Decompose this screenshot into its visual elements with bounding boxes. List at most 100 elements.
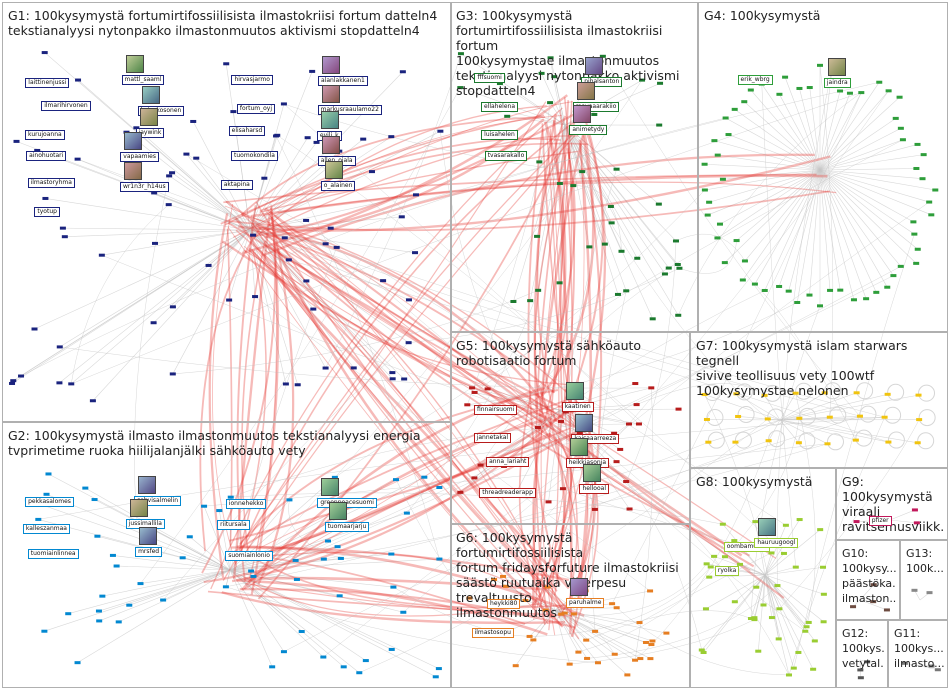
node-g1-32[interactable] bbox=[398, 215, 405, 219]
node-g2-20[interactable] bbox=[201, 504, 208, 508]
node-g6-5[interactable] bbox=[609, 602, 616, 606]
node-g2-19[interactable] bbox=[216, 509, 223, 513]
node-g1-16[interactable] bbox=[368, 170, 375, 174]
node-g4-23[interactable] bbox=[741, 259, 748, 263]
node-g3-1[interactable] bbox=[551, 75, 558, 79]
node-g1-9[interactable] bbox=[303, 218, 310, 222]
vertex-label-laittinenjussi[interactable]: laittinenjussi bbox=[25, 77, 70, 88]
vertex-label-kaatinen[interactable]: kaatinen bbox=[561, 402, 594, 413]
node-g1-28[interactable] bbox=[183, 152, 190, 156]
node-g5-28[interactable] bbox=[635, 422, 642, 426]
vertex-label-animetydy[interactable]: animetydy bbox=[569, 125, 608, 136]
node-g1-54[interactable] bbox=[327, 226, 334, 230]
node-g5-7[interactable] bbox=[626, 507, 633, 511]
node-g5-1[interactable] bbox=[469, 386, 476, 390]
node-g5-3[interactable] bbox=[559, 487, 566, 491]
node-g4-57[interactable] bbox=[920, 153, 927, 157]
node-g7-23[interactable] bbox=[914, 441, 921, 445]
node-g6-34[interactable] bbox=[561, 611, 568, 615]
node-g8-9[interactable] bbox=[768, 616, 775, 620]
node-g5-17[interactable] bbox=[484, 387, 491, 391]
node-g8-15[interactable] bbox=[774, 584, 781, 588]
node-g6-28[interactable] bbox=[502, 584, 509, 588]
node-g4-36[interactable] bbox=[722, 116, 729, 120]
node-g4-15[interactable] bbox=[817, 304, 823, 308]
vertex-label-riitursala[interactable]: riitursala bbox=[217, 520, 250, 531]
node-g3-7[interactable] bbox=[536, 160, 543, 164]
node-g2-52[interactable] bbox=[248, 569, 255, 573]
node-g5-26[interactable] bbox=[623, 480, 630, 484]
node-g6-4[interactable] bbox=[624, 673, 631, 677]
node-g7-10[interactable] bbox=[764, 417, 771, 421]
node-g1-36[interactable] bbox=[413, 193, 420, 197]
node-g8-25[interactable] bbox=[703, 562, 710, 566]
node-g4-30[interactable] bbox=[701, 188, 708, 192]
node-g4-59[interactable] bbox=[919, 177, 926, 181]
vertex-label-erik-wbrg[interactable]: erik_wbrg bbox=[737, 75, 773, 86]
node-g8-14[interactable] bbox=[707, 565, 714, 569]
node-g1-66[interactable] bbox=[31, 327, 38, 331]
vertex-label-tuomaarjarju[interactable]: tuomaarjarju bbox=[324, 522, 370, 533]
node-g2-31[interactable] bbox=[400, 610, 407, 614]
vertex-label-fortum-oyj[interactable]: fortum_oyj bbox=[236, 103, 275, 114]
node-g3-33[interactable] bbox=[457, 86, 464, 90]
node-g8-0[interactable] bbox=[782, 523, 789, 527]
node-g1-62[interactable] bbox=[89, 399, 96, 403]
node-g4-18[interactable] bbox=[785, 289, 792, 293]
node-g5-6[interactable] bbox=[591, 507, 598, 511]
node-g7-12[interactable] bbox=[826, 415, 833, 419]
node-g6-32[interactable] bbox=[544, 585, 551, 589]
node-g2-26[interactable] bbox=[96, 619, 103, 623]
node-g2-14[interactable] bbox=[280, 650, 287, 654]
node-g3-12[interactable] bbox=[649, 317, 656, 321]
node-g8-26[interactable] bbox=[700, 651, 707, 655]
node-g4-44[interactable] bbox=[806, 86, 813, 90]
node-g7-3[interactable] bbox=[792, 391, 799, 395]
node-g6-17[interactable] bbox=[558, 612, 565, 616]
node-g6-1[interactable] bbox=[648, 643, 655, 647]
node-g1-34[interactable] bbox=[281, 236, 288, 240]
node-g1-63[interactable] bbox=[252, 295, 259, 299]
vertex-label-alanlakkanen1[interactable]: alanlakkanen1 bbox=[318, 76, 368, 86]
node-g3-39[interactable] bbox=[599, 54, 606, 58]
node-g4-22[interactable] bbox=[739, 278, 746, 282]
node-g4-47[interactable] bbox=[837, 89, 844, 93]
vertex-label-suomiainlonio[interactable]: suomiainlonio bbox=[225, 551, 273, 562]
node-g3-2[interactable] bbox=[510, 299, 517, 303]
vertex-label-hellooal[interactable]: hellooal bbox=[579, 483, 609, 494]
node-g6-29[interactable] bbox=[530, 638, 537, 642]
node-g8-19[interactable] bbox=[760, 603, 767, 607]
node-g4-13[interactable] bbox=[837, 288, 844, 292]
node-g7-18[interactable] bbox=[765, 439, 772, 443]
node-g8-5[interactable] bbox=[752, 520, 759, 524]
node-g2-48[interactable] bbox=[227, 495, 234, 499]
node-g8-38[interactable] bbox=[802, 629, 809, 633]
node-g7-17[interactable] bbox=[732, 440, 739, 444]
node-g2-1[interactable] bbox=[392, 478, 399, 482]
node-g4-54[interactable] bbox=[897, 126, 904, 130]
node-g6-13[interactable] bbox=[584, 656, 591, 660]
node-g1-25[interactable] bbox=[166, 174, 173, 178]
node-g8-16[interactable] bbox=[736, 562, 743, 566]
vertex-label-vapaamies[interactable]: vapaamies bbox=[120, 151, 159, 162]
node-g7-8[interactable] bbox=[703, 417, 710, 421]
node-g6-22[interactable] bbox=[522, 598, 529, 602]
node-g10-1[interactable] bbox=[883, 608, 890, 612]
node-g1-48[interactable] bbox=[389, 371, 396, 375]
node-g1-15[interactable] bbox=[169, 171, 176, 175]
node-g6-26[interactable] bbox=[583, 638, 590, 642]
node-g1-61[interactable] bbox=[18, 374, 25, 378]
vertex-label-markusraaulamo22[interactable]: markusraaulamo22 bbox=[317, 104, 382, 115]
node-g1-29[interactable] bbox=[165, 203, 172, 207]
node-g4-10[interactable] bbox=[873, 290, 880, 294]
node-g1-69[interactable] bbox=[56, 381, 63, 385]
node-g2-51[interactable] bbox=[126, 603, 133, 607]
vertex-label-tyotup[interactable]: tyotup bbox=[34, 207, 60, 218]
node-g3-20[interactable] bbox=[639, 78, 646, 82]
node-g4-4[interactable] bbox=[911, 232, 918, 236]
node-g8-33[interactable] bbox=[811, 639, 818, 643]
node-g11-0[interactable] bbox=[901, 661, 908, 665]
node-g2-44[interactable] bbox=[179, 556, 186, 560]
node-g4-31[interactable] bbox=[719, 177, 726, 181]
node-g6-10[interactable] bbox=[632, 658, 639, 662]
